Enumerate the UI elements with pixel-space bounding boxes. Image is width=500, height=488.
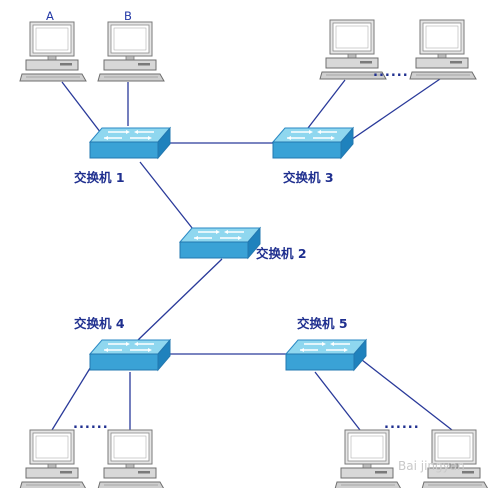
link-sw1-sw2	[139, 161, 201, 239]
pc-a	[19, 21, 87, 82]
ellipsis-top-right: ......	[373, 65, 409, 80]
network-switch-icon	[179, 227, 261, 259]
switch-1	[89, 127, 171, 159]
switch-4	[89, 339, 171, 371]
computer-icon	[19, 21, 87, 82]
ellipsis-bottom-right: ......	[384, 417, 420, 432]
link-pc-top-right-2-sw3	[344, 78, 441, 145]
ellipsis-bottom-left: ......	[73, 417, 109, 432]
pc-b	[97, 21, 165, 82]
switch-1-label: 交换机 1	[74, 170, 125, 185]
switch-5-label: 交换机 5	[297, 316, 348, 331]
pc-bottom-right-1	[334, 429, 402, 488]
link-sw4-pc-bottom-left-1	[51, 364, 93, 431]
computer-icon	[409, 19, 477, 80]
network-links	[51, 78, 453, 431]
pc-bottom-left-1	[19, 429, 87, 488]
network-switch-icon	[89, 127, 171, 159]
pc-a-label: A	[46, 9, 54, 23]
pc-top-right-2	[409, 19, 477, 80]
switch-5	[285, 339, 367, 371]
computer-icon	[97, 429, 165, 488]
link-pc-a-sw1	[61, 81, 105, 138]
network-switch-icon	[89, 339, 171, 371]
link-sw5-pc-bottom-right-2	[361, 359, 453, 431]
switch-2	[179, 227, 261, 259]
computer-icon	[334, 429, 402, 488]
link-pc-top-right-1-sw3	[307, 79, 346, 129]
link-sw5-pc-bottom-right-1	[314, 371, 361, 431]
network-switch-icon	[285, 339, 367, 371]
watermark: Bai jingyan	[398, 459, 465, 473]
switch-2-label: 交换机 2	[256, 246, 307, 261]
computer-icon	[19, 429, 87, 488]
switch-3	[272, 127, 354, 159]
network-switch-icon	[272, 127, 354, 159]
computer-icon	[97, 21, 165, 82]
link-sw2-sw4	[137, 258, 223, 341]
pc-b-label: B	[124, 9, 132, 23]
pc-bottom-left-2	[97, 429, 165, 488]
switch-3-label: 交换机 3	[283, 170, 334, 185]
switch-4-label: 交换机 4	[74, 316, 125, 331]
